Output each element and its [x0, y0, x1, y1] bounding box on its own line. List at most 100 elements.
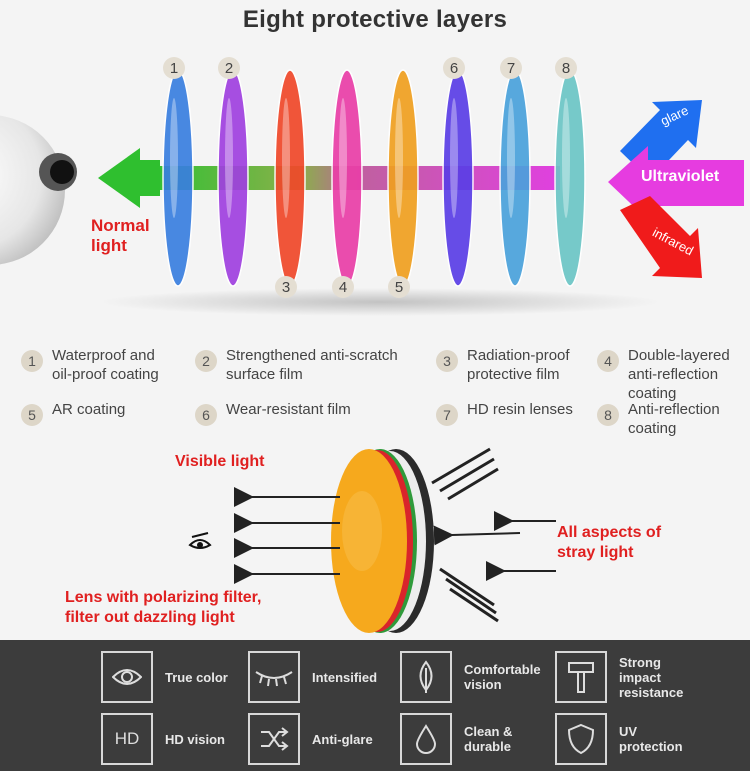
feature-label: UV: [619, 724, 638, 739]
lens-highlight: [170, 98, 178, 218]
legend-item-5: 5 AR coating: [21, 400, 125, 426]
feature-clean-durable: Clean &durable: [400, 713, 512, 765]
feature-label: Strong: [619, 654, 661, 670]
lens-number: 4: [339, 279, 347, 296]
lens-number: 6: [450, 60, 458, 77]
legend-item-4: 4 Double-layered anti-reflection coating: [597, 346, 730, 403]
page-title: Eight protective layers: [242, 6, 508, 33]
feature-label: Anti-glare: [312, 731, 373, 747]
lens-highlight: [282, 98, 290, 218]
eyelash-icon: [248, 651, 300, 703]
infrared-arrow: [620, 196, 702, 278]
lens-number: 7: [507, 60, 515, 77]
feature-label: resistance: [619, 684, 684, 700]
legend-item-7: 7 HD resin lenses: [436, 400, 573, 426]
lens-6: [442, 69, 474, 287]
water-drop-icon: [400, 713, 452, 765]
feature-true-color: True color: [101, 651, 228, 703]
feature-intensified: Intensified: [248, 651, 377, 703]
lens-2: [217, 69, 249, 287]
legend-number: 6: [195, 404, 217, 426]
shield-icon: [555, 713, 607, 765]
eye-icon: [101, 651, 153, 703]
legend-text: AR coating: [52, 401, 126, 418]
small-eye-icon: [188, 532, 212, 549]
feature-label: vision: [464, 677, 502, 692]
stray-light-arrows: [433, 511, 556, 581]
lens-3: [274, 69, 306, 287]
legend-text: protective film: [467, 366, 560, 383]
polarized-lens: [331, 449, 434, 633]
legend-text: HD resin lenses: [467, 401, 573, 418]
lens-group: 1 2 3 4 5 6 7 8: [162, 57, 586, 298]
feature-label: HD vision: [165, 731, 225, 747]
legend-text: coating: [628, 420, 677, 437]
lens-number-badge: [218, 57, 240, 79]
legend-number: 2: [195, 350, 217, 372]
lens-number-badge: [163, 57, 185, 79]
lens-number-badge: [388, 276, 410, 298]
visible-light-label: Visible light: [175, 453, 265, 470]
legend-number: 5: [21, 404, 43, 426]
legend-text: coating: [628, 385, 677, 402]
feature-label: durable: [464, 739, 511, 754]
blocked-stray-light: [431, 447, 499, 623]
legend-item-6: 6 Wear-resistant film: [195, 400, 351, 426]
lens-number: 2: [225, 60, 233, 77]
lens-highlight: [339, 98, 347, 218]
legend-text: Double-layered: [628, 347, 730, 364]
lens-highlight: [450, 98, 458, 218]
feature-label: Clean &: [464, 724, 513, 739]
lens-5: [387, 69, 419, 287]
hammer-icon: [555, 651, 607, 703]
lens-1: [162, 69, 194, 287]
lens-4: [331, 69, 363, 287]
legend-text: Radiation-proof: [467, 347, 570, 364]
polarizing-lens-diagram: Visible light All aspects of stray light…: [0, 445, 750, 640]
legend-number: 4: [597, 350, 619, 372]
lens-number: 5: [395, 279, 403, 296]
lens-highlight: [562, 98, 570, 218]
feature-label: Intensified: [312, 669, 378, 685]
eyeball-icon: [0, 115, 77, 265]
legend-text: oil-proof coating: [52, 366, 159, 383]
feature-label: protection: [619, 739, 683, 754]
lens-highlight: [395, 98, 403, 218]
ultraviolet-label: Ultraviolet: [641, 168, 720, 185]
lens-number: 3: [282, 279, 290, 296]
visible-light-arrows: [234, 487, 340, 584]
legend-number: 1: [21, 350, 43, 372]
stray-light-label: All aspects of stray light: [557, 524, 662, 561]
legend-number: 8: [597, 404, 619, 426]
lens-7: [499, 69, 531, 287]
lens-number: 8: [562, 60, 570, 77]
legend-text: Wear-resistant film: [226, 401, 351, 418]
lens-number: 1: [170, 60, 178, 77]
legend-text: anti-reflection: [628, 366, 719, 383]
lens-highlight: [507, 98, 515, 218]
feature-anti-glare: Anti-glare: [248, 713, 373, 765]
feature-label: impact: [619, 669, 661, 685]
floor-shadow: [100, 288, 660, 316]
lens-number-badge: [332, 276, 354, 298]
green-arrow: [98, 148, 160, 208]
legend-text: Anti-reflection: [628, 401, 720, 418]
leaf-icon: [400, 651, 452, 703]
hd-icon: HD: [101, 713, 153, 765]
legend-item-8: 8 Anti-reflection coating: [597, 400, 720, 438]
shuffle-icon: [248, 713, 300, 765]
lens-number-badge: [500, 57, 522, 79]
legend-text: Strengthened anti-scratch: [226, 347, 398, 364]
normal-light-label: Normal light: [91, 216, 150, 255]
legend-number: 7: [436, 404, 458, 426]
feature-label: Comfortable: [464, 662, 541, 677]
